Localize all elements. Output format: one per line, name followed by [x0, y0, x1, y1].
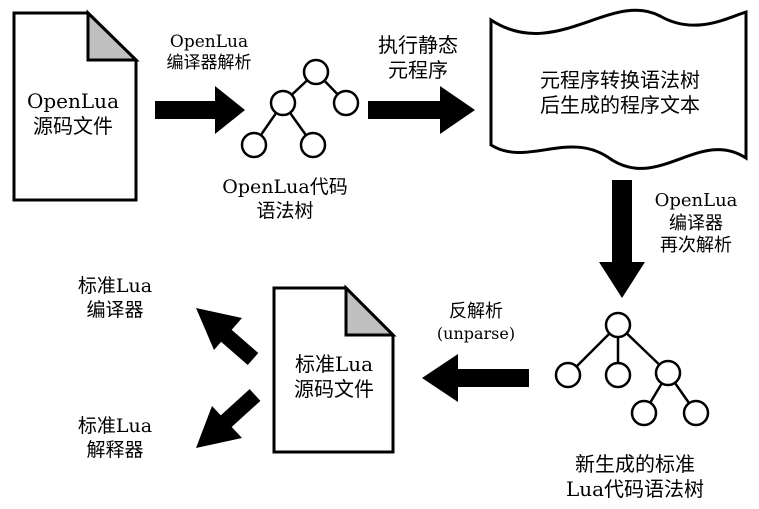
std-interpreter-label-line2: 解释器 [86, 438, 144, 461]
exec-meta-edge-label-line2: 元程序 [388, 58, 448, 82]
source-file-label-line2: 源码文件 [33, 114, 113, 138]
ast2-tree [554, 311, 710, 427]
source-file-label-line1: OpenLua [26, 89, 119, 113]
ast2-label-line2: Lua代码语法树 [565, 477, 705, 501]
arrow-to-compiler [196, 308, 259, 366]
reparse-edge-label-line1: OpenLua [654, 190, 738, 211]
ast2-label-line1: 新生成的标准 [575, 452, 695, 476]
std-compiler-label: 标准Lua 编译器 [55, 275, 175, 323]
ast1-tree [240, 58, 360, 159]
std-source-file-label-line2: 源码文件 [294, 377, 374, 401]
std-source-file-label-line1: 标准Lua [294, 352, 374, 376]
source-file-label: OpenLua 源码文件 [14, 89, 132, 139]
unparse-edge-label-line1: 反解析 [449, 301, 503, 322]
std-compiler-label-line1: 标准Lua [77, 275, 153, 297]
reparse-edge-label-line2: 编译器 [669, 212, 723, 234]
reparse-edge-label: OpenLua 编译器 再次解析 [642, 190, 750, 258]
std-compiler-label-line2: 编译器 [86, 298, 144, 321]
arrow-unparse [422, 354, 529, 402]
unparse-edge-label-line2: (unparse) [436, 323, 516, 343]
generated-text-label-line1: 元程序转换语法树 [540, 68, 700, 92]
std-source-file-label: 标准Lua 源码文件 [276, 352, 392, 402]
parse-edge-label: OpenLua 编译器解析 [150, 32, 268, 75]
ast1-label-line2: 语法树 [256, 199, 314, 222]
reparse-edge-label-line3: 再次解析 [660, 235, 732, 256]
ast1-label: OpenLua代码 语法树 [205, 176, 365, 224]
arrow-to-interpreter [196, 389, 261, 448]
source-file-shape [12, 9, 140, 202]
generated-text-label-line2: 后生成的程序文本 [540, 93, 700, 117]
std-source-file-shape [272, 284, 397, 454]
unparse-edge-label: 反解析 (unparse) [420, 301, 532, 344]
generated-text-shape [489, 8, 748, 170]
std-interpreter-label: 标准Lua 解释器 [55, 415, 175, 463]
ast1-label-line1: OpenLua代码 [222, 176, 348, 198]
arrow-reparse [599, 180, 645, 298]
ast2-label: 新生成的标准 Lua代码语法树 [540, 452, 730, 502]
arrow-parse [155, 86, 245, 134]
std-interpreter-label-line1: 标准Lua [77, 415, 153, 437]
exec-meta-edge-label-line1: 执行静态 [378, 33, 458, 57]
arrow-exec-meta [368, 86, 475, 134]
exec-meta-edge-label: 执行静态 元程序 [358, 33, 478, 83]
parse-edge-label-line1: OpenLua [169, 32, 249, 52]
generated-text-label: 元程序转换语法树 后生成的程序文本 [496, 68, 744, 118]
parse-edge-label-line2: 编译器解析 [166, 53, 252, 74]
